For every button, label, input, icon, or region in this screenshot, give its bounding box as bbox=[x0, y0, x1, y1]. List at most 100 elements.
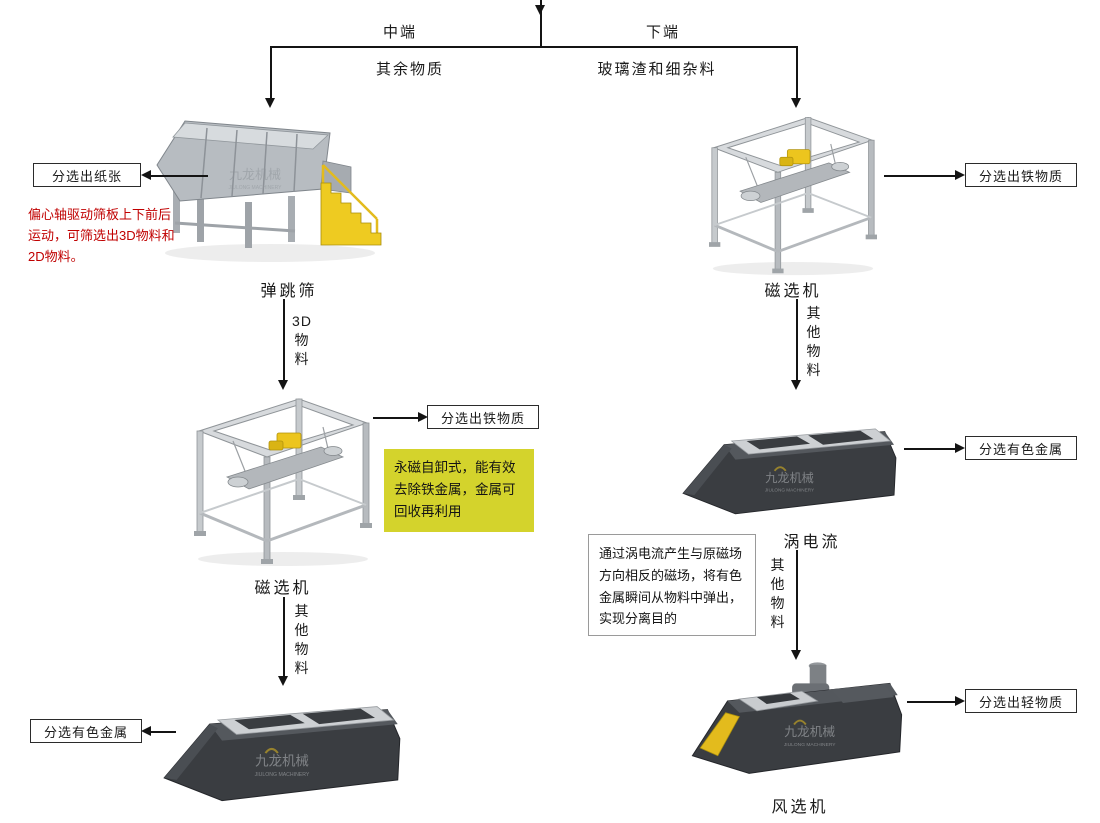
flow-text-other-material-right1: 其 他 物 料 bbox=[806, 305, 822, 378]
material-label-glass: 玻璃渣和细杂料 bbox=[597, 61, 717, 78]
eddy-current-machine-left-image: 九龙机械 JIULONG MACHINERY bbox=[158, 686, 406, 816]
frame-foot bbox=[865, 234, 877, 240]
machine-leg bbox=[245, 202, 252, 248]
air-separator-image: 九龙机械 JIULONG MACHINERY bbox=[682, 658, 912, 790]
bounce-screen-image: 九龙机械 JIULONG MACHINERY bbox=[145, 103, 395, 271]
arrowhead-right-icon bbox=[955, 170, 965, 180]
watermark-cn: 九龙机械 bbox=[765, 470, 814, 485]
flow-line-light bbox=[907, 701, 956, 703]
frame-foot bbox=[360, 523, 372, 528]
watermark-cn: 九龙机械 bbox=[229, 167, 281, 182]
rib bbox=[262, 131, 268, 195]
magnetic-separator-illustration bbox=[709, 117, 877, 276]
flow-line-branch-left bbox=[270, 46, 272, 100]
watermark-en: JIULONG MACHINERY bbox=[255, 772, 310, 778]
watermark-cn: 九龙机械 bbox=[784, 724, 835, 739]
frame-foot bbox=[194, 531, 206, 536]
watermark-cn: 九龙机械 bbox=[255, 753, 309, 768]
flow-line-other-right2 bbox=[796, 550, 798, 652]
belt-slot bbox=[234, 714, 305, 730]
watermark-logo bbox=[264, 747, 279, 754]
watermark: 九龙机械 JIULONG MACHINERY bbox=[255, 747, 310, 778]
cross-brace bbox=[714, 192, 809, 227]
flow-line-iron-left bbox=[373, 417, 419, 419]
rib bbox=[231, 129, 238, 197]
arrowhead-right-icon bbox=[955, 696, 965, 706]
arrowhead-down-icon bbox=[278, 380, 288, 390]
belt-pulley bbox=[831, 162, 850, 172]
magnetic-separator-right-image bbox=[703, 110, 883, 278]
frame-leg bbox=[362, 422, 370, 526]
cross-brace bbox=[174, 221, 296, 233]
watermark: 九龙机械 JIULONG MACHINERY bbox=[229, 167, 283, 191]
hopper-top bbox=[831, 684, 894, 703]
flow-line-nonferrous-right bbox=[904, 448, 956, 450]
magnetic-separator-left-label: 磁选机 bbox=[254, 580, 312, 597]
arrowhead-down-icon bbox=[791, 98, 801, 108]
arrowhead-down-icon bbox=[265, 98, 275, 108]
arrowhead-left-icon bbox=[141, 726, 151, 736]
eddy-current-machine-right-image: 九龙机械 JIULONG MACHINERY bbox=[672, 413, 907, 525]
bounce-screen-label: 弹跳筛 bbox=[260, 283, 318, 300]
magnetic-separator-illustration bbox=[194, 398, 372, 566]
arrowhead-down-icon bbox=[278, 676, 288, 686]
air-separator-label: 风选机 bbox=[771, 799, 829, 816]
bounce-screen-illustration: 九龙机械 JIULONG MACHINERY bbox=[156, 120, 382, 262]
note-magnetic: 永磁自卸式，能有效去除铁金属，金属可回收再利用 bbox=[384, 449, 534, 532]
flow-line-top-vertical bbox=[540, 0, 542, 47]
arrowhead-right-icon bbox=[955, 443, 965, 453]
shadow bbox=[712, 261, 874, 276]
flow-line-iron-right bbox=[884, 175, 956, 177]
drive-motor-gear bbox=[268, 440, 284, 451]
eddy-current-label: 涡电流 bbox=[783, 534, 841, 551]
branch-label-lower: 下端 bbox=[645, 24, 680, 41]
cross-brace bbox=[266, 503, 367, 543]
watermark-logo bbox=[793, 719, 807, 726]
note-bounce-screen: 偏心轴驱动筛板上下前后运动，可筛选出3D物料和2D物料。 bbox=[28, 207, 175, 264]
air-separator-illustration: 九龙机械 JIULONG MACHINERY bbox=[691, 662, 903, 774]
watermark: 九龙机械 JIULONG MACHINERY bbox=[784, 719, 836, 748]
output-box-iron-right: 分选出铁物质 bbox=[965, 163, 1077, 187]
rib bbox=[293, 133, 298, 193]
belt-pulley bbox=[323, 446, 343, 456]
screen-deck bbox=[172, 122, 329, 150]
frame-top-opening bbox=[212, 404, 355, 451]
frame-foot bbox=[772, 268, 784, 274]
output-box-nonferrous-left: 分选有色金属 bbox=[30, 719, 142, 743]
machine-leg bbox=[288, 196, 295, 242]
flow-text-3d-material: 3D 物 料 bbox=[292, 313, 312, 367]
flow-line-other-right1 bbox=[796, 299, 798, 382]
hanger-rod bbox=[745, 156, 758, 186]
watermark-en: JIULONG MACHINERY bbox=[784, 742, 836, 748]
shadow bbox=[198, 552, 368, 566]
output-box-light: 分选出轻物质 bbox=[965, 689, 1077, 713]
material-label-other: 其余物质 bbox=[375, 61, 444, 78]
machine-leg bbox=[197, 198, 204, 242]
frame-leg bbox=[711, 147, 718, 245]
branch-label-middle: 中端 bbox=[382, 24, 417, 41]
flow-text-other-material-right2: 其 他 物 料 bbox=[770, 557, 786, 630]
flow-text-other-material-left: 其 他 物 料 bbox=[294, 603, 310, 676]
frame-top-opening bbox=[726, 122, 861, 167]
flow-line-split-horizontal bbox=[270, 46, 797, 48]
arrowhead-down-icon bbox=[535, 5, 545, 15]
arrowhead-right-icon bbox=[418, 412, 428, 422]
magnetic-separator-right-label: 磁选机 bbox=[764, 283, 822, 300]
yellow-panel bbox=[699, 712, 740, 757]
arrowhead-down-icon bbox=[791, 650, 801, 660]
chute-edge bbox=[683, 444, 732, 496]
belt-pulley bbox=[227, 476, 249, 488]
watermark-en: JIULONG MACHINERY bbox=[229, 185, 283, 191]
belt-pulley bbox=[740, 190, 761, 201]
stairs bbox=[320, 182, 382, 246]
cross-brace bbox=[777, 216, 872, 253]
drive-motor-gear bbox=[779, 156, 794, 167]
machine-leg bbox=[173, 191, 180, 233]
magnetic-separator-left-image bbox=[193, 391, 373, 569]
output-box-paper: 分选出纸张 bbox=[33, 163, 141, 187]
rib bbox=[200, 127, 208, 199]
eddy-current-illustration: 九龙机械 JIULONG MACHINERY bbox=[682, 428, 897, 515]
cross-brace bbox=[714, 223, 779, 253]
belt-slot bbox=[808, 430, 874, 445]
